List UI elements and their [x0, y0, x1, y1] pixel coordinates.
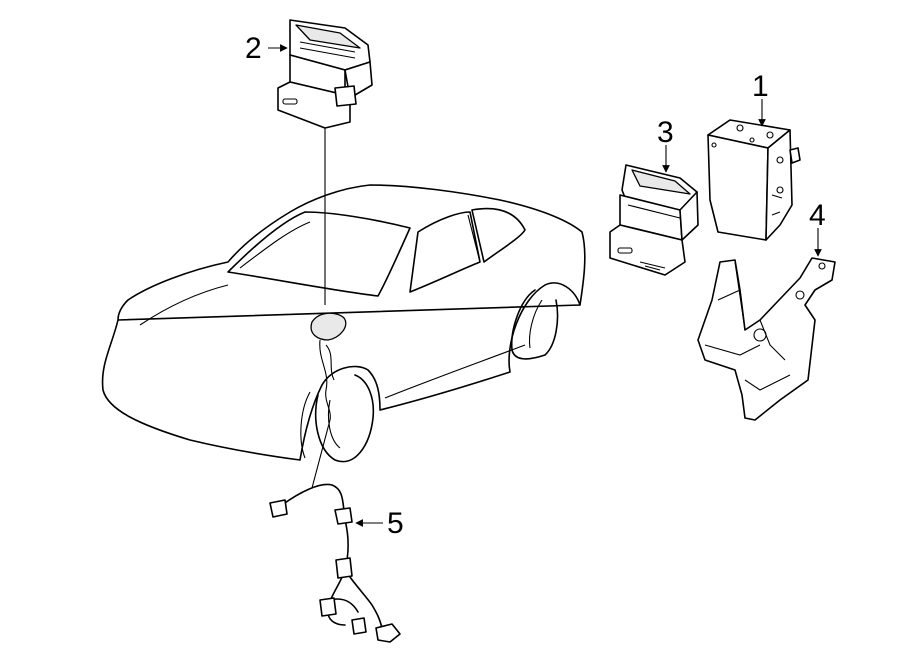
control-module-part-2[interactable] — [277, 19, 373, 129]
leader-line-5 — [311, 419, 331, 489]
callout-2: 2 — [245, 32, 262, 65]
callout-3: 3 — [657, 116, 674, 149]
callout-1: 1 — [752, 70, 769, 103]
vehicle-outline — [101, 184, 586, 463]
sensor-harness-part-5[interactable] — [269, 483, 401, 643]
modulator-unit-part-1[interactable] — [707, 119, 801, 241]
control-module-part-3[interactable] — [609, 164, 699, 276]
callout-5: 5 — [387, 507, 404, 540]
mounting-bracket-part-4[interactable] — [697, 257, 836, 421]
callout-4: 4 — [809, 199, 826, 232]
